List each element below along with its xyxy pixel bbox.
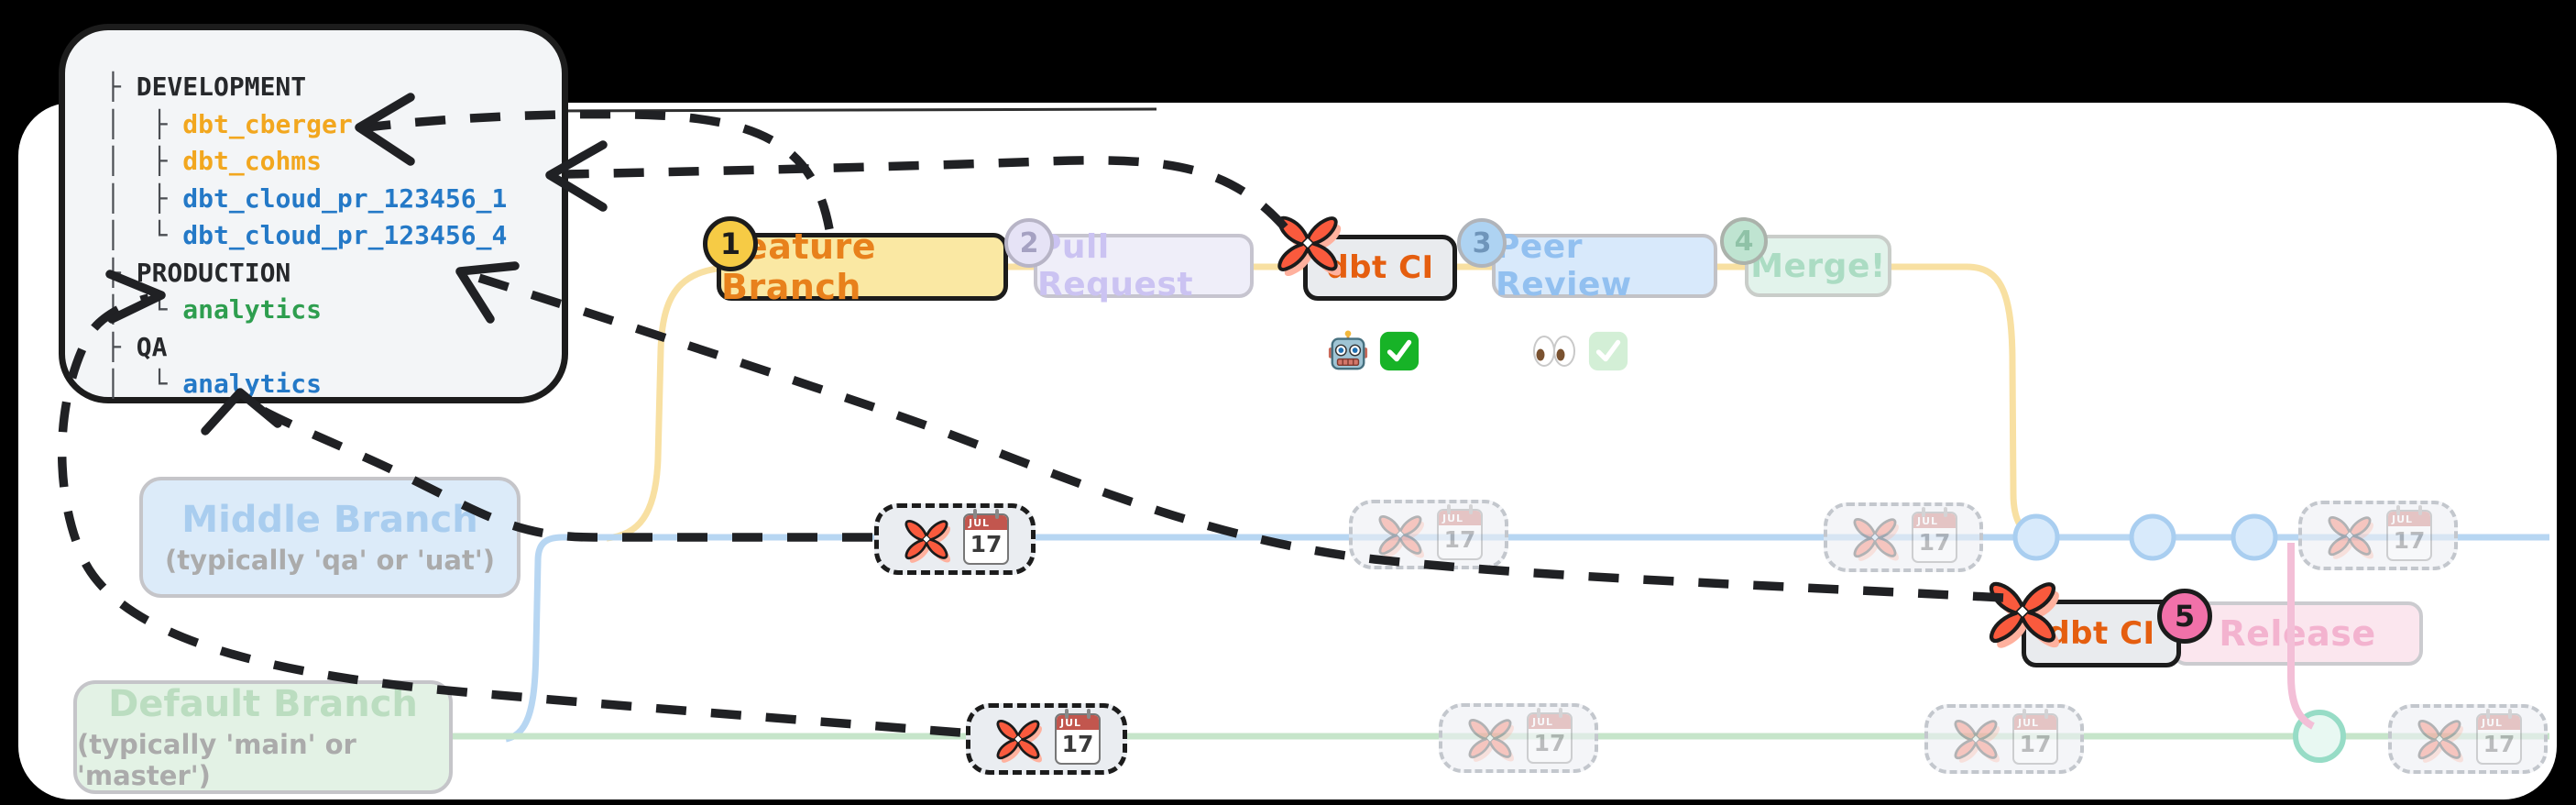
dbt-logo-icon <box>1950 713 2001 765</box>
step-3-badge: 3 <box>1457 218 1507 268</box>
step-1-badge: 1 <box>703 216 758 271</box>
step-5-badge: 5 <box>2157 589 2212 644</box>
dbt-logo-icon <box>2414 713 2465 765</box>
environment-tree-panel: ├ DEVELOPMENT │ ├ dbt_cberger │ ├ dbt_co… <box>59 24 568 403</box>
tree-row-prod-analytics: │ └ analytics <box>105 294 323 325</box>
robot-icon <box>1328 330 1368 370</box>
dbt-logo-icon <box>1849 512 1901 563</box>
middle-branch-label: Middle Branch (typically 'qa' or 'uat') <box>139 477 521 598</box>
tree-row-qa: ├ QA <box>105 331 168 362</box>
tree-row-production: ├ PRODUCTION <box>105 257 291 288</box>
tree-row-qa-analytics: │ └ analytics <box>105 369 323 399</box>
dbt-logo-icon <box>1464 712 1516 764</box>
tree-row-dbt-cohms: │ ├ dbt_cohms <box>105 146 323 176</box>
dbt-logo-icon <box>1983 572 2062 651</box>
dbt-logo-icon <box>2324 510 2375 561</box>
tree-row-dbt-cloud-pr-1: │ ├ dbt_cloud_pr_123456_1 <box>105 182 508 214</box>
dbt-logo-icon <box>1272 207 1343 279</box>
pull-request-step: Pull Request <box>1034 228 1254 303</box>
dbt-logo-icon <box>1375 509 1426 560</box>
peer-review-step: Peer Review <box>1492 228 1717 303</box>
step-2-badge: 2 <box>1004 218 1054 268</box>
tree-row-dbt-cberger: │ ├ dbt_cberger <box>105 108 353 139</box>
check-icon <box>1379 331 1420 371</box>
feature-branch-step: Feature Branch <box>717 226 1008 307</box>
dbt-logo-icon <box>992 713 1044 765</box>
check-icon-faded <box>1588 331 1628 371</box>
review-status <box>1530 330 1629 372</box>
dbt-logo-icon <box>901 513 952 565</box>
eyes-icon <box>1533 336 1575 367</box>
default-branch-label: Default Branch (typically 'main' or 'mas… <box>73 680 453 794</box>
ci-status <box>1327 330 1420 372</box>
tree-row-dbt-cloud-pr-4: │ └ dbt_cloud_pr_123456_4 <box>105 220 508 250</box>
tree-row-development: ├ DEVELOPMENT <box>105 72 307 102</box>
step-4-badge: 4 <box>1720 217 1768 265</box>
